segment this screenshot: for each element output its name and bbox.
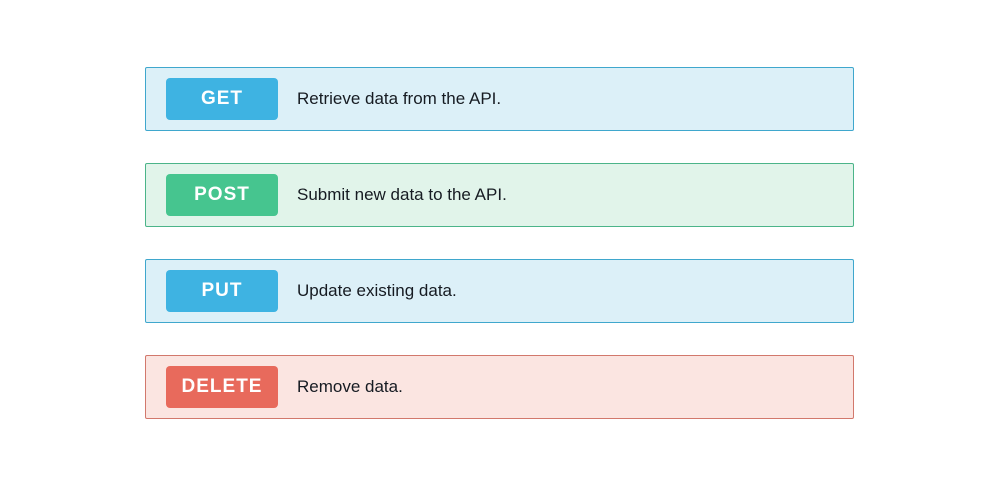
- put-method-badge: PUT: [166, 270, 278, 312]
- post-method-description: Submit new data to the API.: [297, 184, 507, 204]
- get-method-description: Retrieve data from the API.: [297, 88, 502, 108]
- method-row-post[interactable]: POST Submit new data to the API.: [145, 163, 854, 227]
- post-method-badge: POST: [166, 174, 278, 216]
- put-method-description: Update existing data.: [297, 280, 457, 300]
- delete-method-badge: DELETE: [166, 366, 278, 408]
- get-method-badge: GET: [166, 78, 278, 120]
- method-row-delete[interactable]: DELETE Remove data.: [145, 355, 854, 419]
- method-row-put[interactable]: PUT Update existing data.: [145, 259, 854, 323]
- method-row-get[interactable]: GET Retrieve data from the API.: [145, 67, 854, 131]
- delete-method-description: Remove data.: [297, 376, 403, 396]
